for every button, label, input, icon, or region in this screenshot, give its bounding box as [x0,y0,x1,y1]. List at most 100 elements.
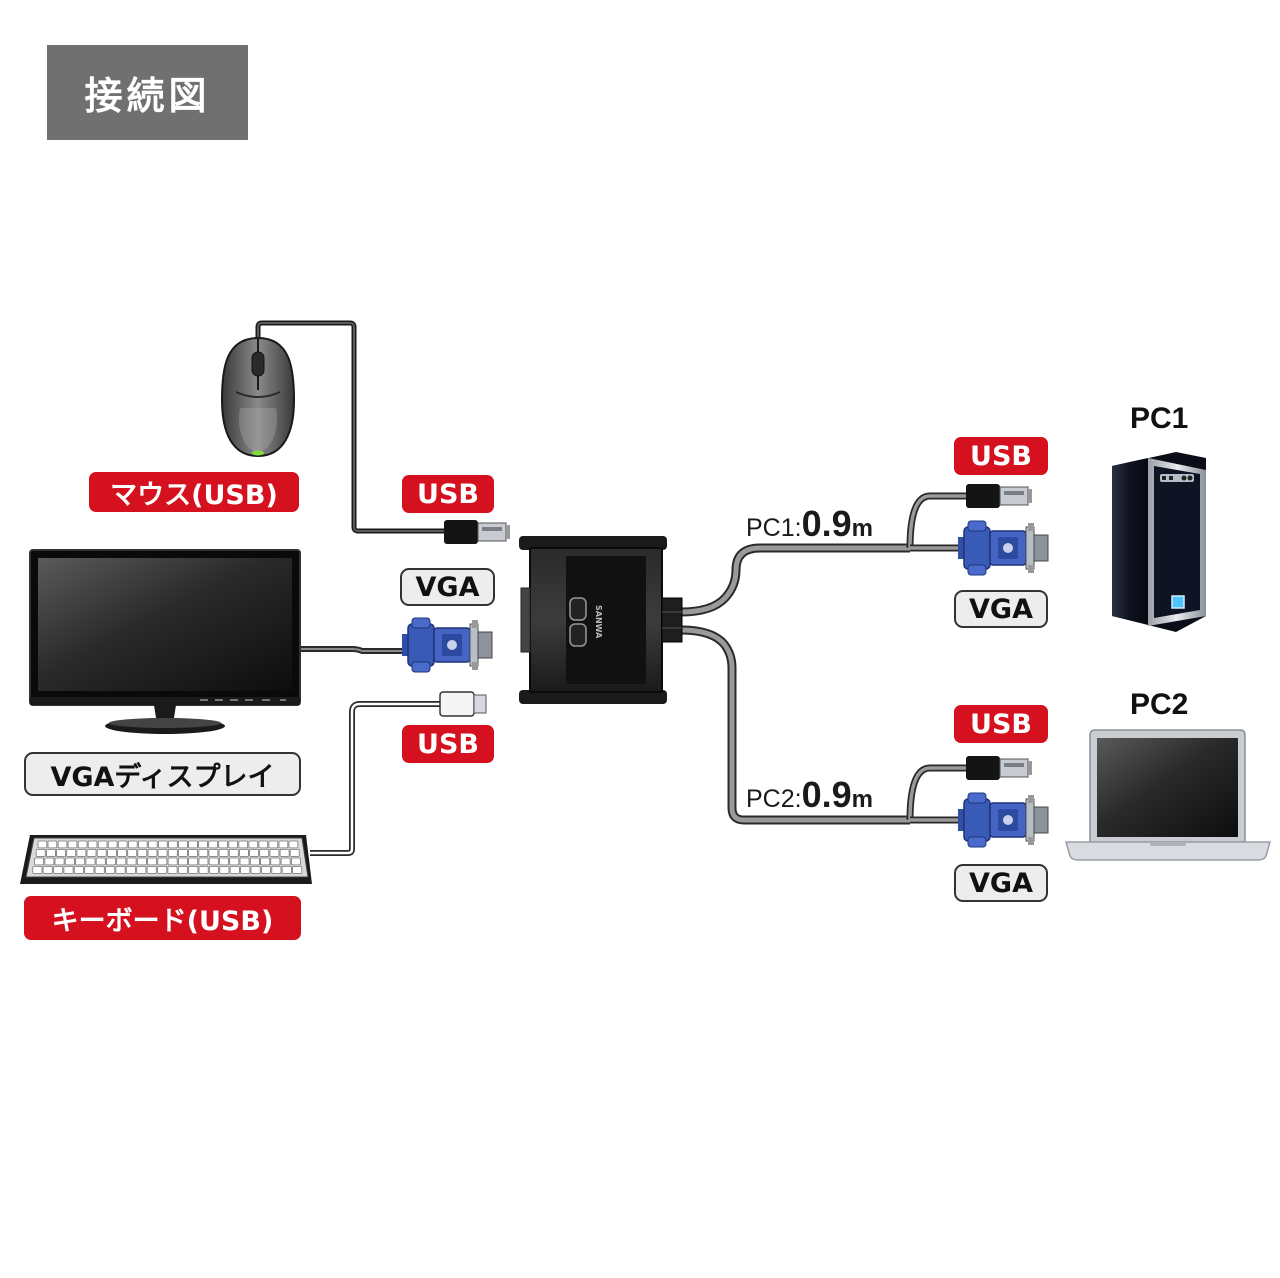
keyboard-key [219,857,230,866]
keyboard-key [106,857,116,866]
keyboard-key [66,849,77,857]
keyboard-key [67,840,78,849]
pc1-cable-prefix: PC1: [746,514,802,542]
display-label: VGAディスプレイ [24,752,301,796]
keyboard-key [35,849,46,857]
keyboard-key [279,849,290,857]
keyboard-key [198,840,208,849]
monitor-icon [29,549,301,734]
keyboard-key [259,849,270,857]
keyboard-key [127,849,138,857]
keyboard-key [77,840,88,849]
keyboard-key [63,866,74,874]
keyboard-key [168,840,178,849]
keyboard-icon [20,835,312,884]
keyboard-key [219,866,230,874]
keyboard-key [147,849,158,857]
keyboard-key [53,866,64,874]
keyboard-key [54,857,65,866]
keyboard-key [208,840,218,849]
keyboard-key [218,840,228,849]
keyboard-key [157,857,168,866]
keyboard-key [158,840,168,849]
usb-plug-icon [965,755,1033,781]
keyboard-key [46,849,56,857]
switch-logo: SANWA [594,605,603,639]
mouse-icon [220,336,296,458]
keyboard-key [137,840,148,849]
keyboard-key [96,849,107,857]
pc1-name: PC1 [1130,402,1189,435]
keyboard-key [178,840,188,849]
mouse-label: マウス(USB) [89,472,299,512]
keyboard-key [157,866,168,874]
keyboard-key [125,866,136,874]
vga-connector-icon [957,792,1049,848]
keyboard-key [137,849,148,857]
keyboard-key [177,866,188,874]
pc2-usb-label: USB [954,705,1048,743]
keyboard-key [47,840,58,849]
keyboard-key [177,857,188,866]
keyboard-key [126,857,137,866]
keyboard-key [87,840,98,849]
keyboard-key [94,866,105,874]
keyboard-key [107,840,118,849]
keyboard-key [178,849,188,857]
keyboard-key [167,857,178,866]
keyboard-key [260,866,271,874]
pc2-vga-label: VGA [954,864,1048,902]
keyboard-key [188,840,198,849]
pc2-cable-length: PC2:0.9m [746,774,873,816]
keyboard-key [198,857,209,866]
keyboard-key [249,849,260,857]
keyboard-key [146,866,157,874]
keyboard-key [44,857,55,866]
keyboard-key [32,866,43,874]
pc2-cable-prefix: PC2: [746,785,802,813]
keyboard-key [260,857,271,866]
keyboard-key [127,840,138,849]
keyboard-key [228,840,239,849]
keyboard-key [76,849,87,857]
keyboard-key [107,849,117,857]
keyboard-key [84,866,95,874]
usb-plug-icon [443,519,511,545]
pc1-cable-length: PC1:0.9m [746,503,873,545]
keyboard-key [57,840,68,849]
page-title: 接続図 [47,45,248,140]
keyboard-key [85,857,96,866]
usb-plug-icon [965,483,1033,509]
keyboard-key [249,857,260,866]
keyboard-key [116,857,127,866]
keyboard-key [136,866,147,874]
keyboard-key [281,866,292,874]
keyboard-key [269,849,280,857]
keyboard-key [248,840,259,849]
keyboard-key [97,840,108,849]
keyboard-key [147,840,158,849]
keyboard-key [64,857,75,866]
usb-label-top: USB [402,475,494,513]
keyboard-key [229,866,240,874]
usb-plug-icon [439,691,487,717]
keyboard-key [157,849,168,857]
laptop-icon [1065,729,1271,861]
desktop-tower-icon [1112,452,1206,632]
vga-label-left: VGA [400,568,495,606]
keyboard-key [238,849,249,857]
keyboard-key [117,849,127,857]
keyboard-key [117,840,128,849]
keyboard-key [56,849,66,857]
pc2-cable-unit: m [851,786,873,813]
keyboard-key [188,849,199,857]
keyboard-key [240,866,251,874]
pc1-cable-unit: m [851,515,873,542]
keyboard-key [208,857,219,866]
keyboard-key [280,857,291,866]
keyboard-key [136,857,147,866]
keyboard-key [188,857,199,866]
keyboard-key [250,866,261,874]
keyboard-key [37,840,48,849]
